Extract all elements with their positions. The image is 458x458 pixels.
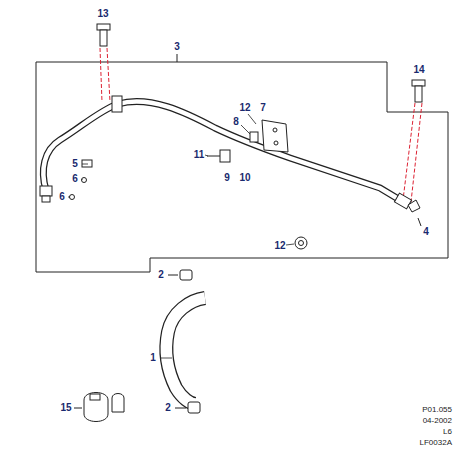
drawing-code: L6	[443, 428, 452, 436]
callout-number: 2	[165, 403, 171, 413]
callout-number: 11	[194, 150, 205, 160]
return-hose	[166, 298, 205, 404]
callout-number: 13	[97, 9, 108, 19]
bolt	[97, 24, 425, 102]
callout-number: 8	[233, 117, 239, 127]
hose-clip	[168, 270, 200, 413]
callout-number: 6	[72, 174, 78, 184]
callout-number: 12	[274, 241, 285, 251]
callout-number: 10	[239, 173, 250, 183]
callout-number: 1	[150, 353, 156, 363]
callout-number: 12	[239, 103, 250, 113]
callout-number: 2	[158, 270, 164, 280]
drawing-code: 04-2002	[423, 417, 452, 425]
callout-number: 14	[413, 65, 424, 75]
drawing-code: LF0032A	[420, 439, 452, 447]
kit-outline	[36, 62, 448, 272]
drawing-code: P01.055	[422, 406, 452, 414]
hose-fitting	[40, 96, 421, 249]
hose-clamp	[74, 393, 124, 422]
callout-number: 7	[260, 103, 266, 113]
callout-number: 5	[72, 159, 78, 169]
callout-number: 9	[224, 173, 230, 183]
pressure-hose	[43, 102, 400, 200]
callout-number: 15	[60, 403, 71, 413]
leader-line	[68, 114, 294, 245]
callout-number: 3	[174, 42, 180, 52]
leader-line	[177, 54, 178, 62]
callout-number: 6	[59, 192, 65, 202]
callout-number: 4	[423, 227, 429, 237]
fixing-line	[100, 48, 422, 202]
leader-line	[160, 358, 172, 359]
